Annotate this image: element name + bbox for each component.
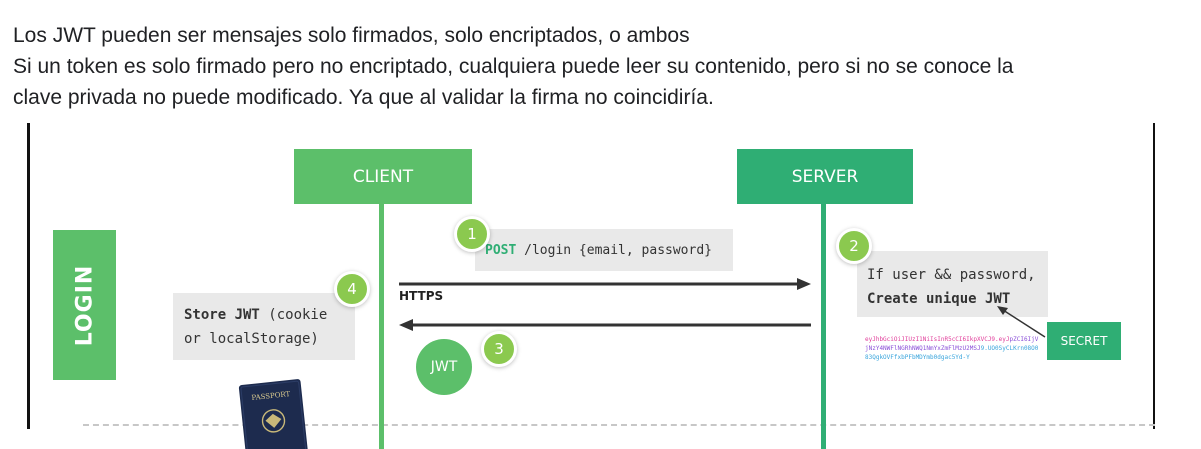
https-label: HTTPS (399, 289, 444, 303)
intro-line-3: clave privada no puede modificado. Ya qu… (13, 86, 714, 109)
server-line-1: If user && password, (867, 267, 1036, 283)
store-jwt-bold: Store JWT (184, 307, 260, 323)
left-border (27, 123, 30, 429)
token-payload: pZCI6IjVjNzY4NWFlNGRhNWQ1NmYxZmFlMzU2MSJ (865, 336, 1039, 352)
request-arrow (399, 278, 811, 290)
client-lifeline (379, 204, 384, 449)
server-process-box: If user && password, Create unique JWT (857, 251, 1048, 317)
jwt-token-circle: JWT (416, 339, 472, 395)
login-label: LOGIN (72, 264, 97, 346)
secret-pointer-arrow (997, 306, 1046, 338)
passport-icon: PASSPORT (238, 379, 309, 449)
store-jwt-rest: (cookie (259, 307, 328, 323)
encoded-token: eyJhbGciOiJIUzI1NiIsInR5cCI6IkpXVCJ9.eyJ… (865, 335, 1041, 362)
intro-line-1: Los JWT pueden ser mensajes solo firmado… (13, 24, 690, 47)
request-box: POST /login {email, password} (475, 229, 733, 271)
step-1-badge: 1 (454, 216, 490, 252)
client-header: CLIENT (294, 149, 472, 204)
request-path: /login {email, password} (516, 242, 712, 258)
store-jwt-line-2: or localStorage) (184, 331, 319, 347)
post-method: POST (485, 242, 517, 258)
response-arrow (399, 319, 811, 331)
step-2-badge: 2 (836, 228, 872, 264)
step-4-badge: 4 (334, 271, 370, 307)
server-lifeline (821, 204, 826, 449)
server-header: SERVER (737, 149, 913, 204)
intro-line-2: Si un token es solo firmado pero no encr… (13, 55, 1014, 78)
step-3-badge: 3 (481, 331, 517, 367)
login-box: LOGIN (53, 230, 116, 380)
dotted-divider (83, 424, 1155, 426)
secret-key-box: SECRET (1047, 322, 1121, 360)
token-signature: 9.UO0SyCLKrn08O083QgkOVFfxbPFbMDYmb0dgac… (865, 345, 1039, 361)
intro-text: Los JWT pueden ser mensajes solo firmado… (13, 20, 1013, 113)
server-line-2: Create unique JWT (867, 291, 1011, 307)
right-border (1153, 123, 1155, 429)
jwt-flow-diagram: LOGIN CLIENT SERVER POST /login {email, … (27, 123, 1155, 449)
store-jwt-box: Store JWT (cookie or localStorage) (173, 293, 355, 360)
token-header: eyJhbGciOiJIUzI1NiIsInR5cCI6IkpXVCJ9.eyJ (865, 336, 1010, 343)
